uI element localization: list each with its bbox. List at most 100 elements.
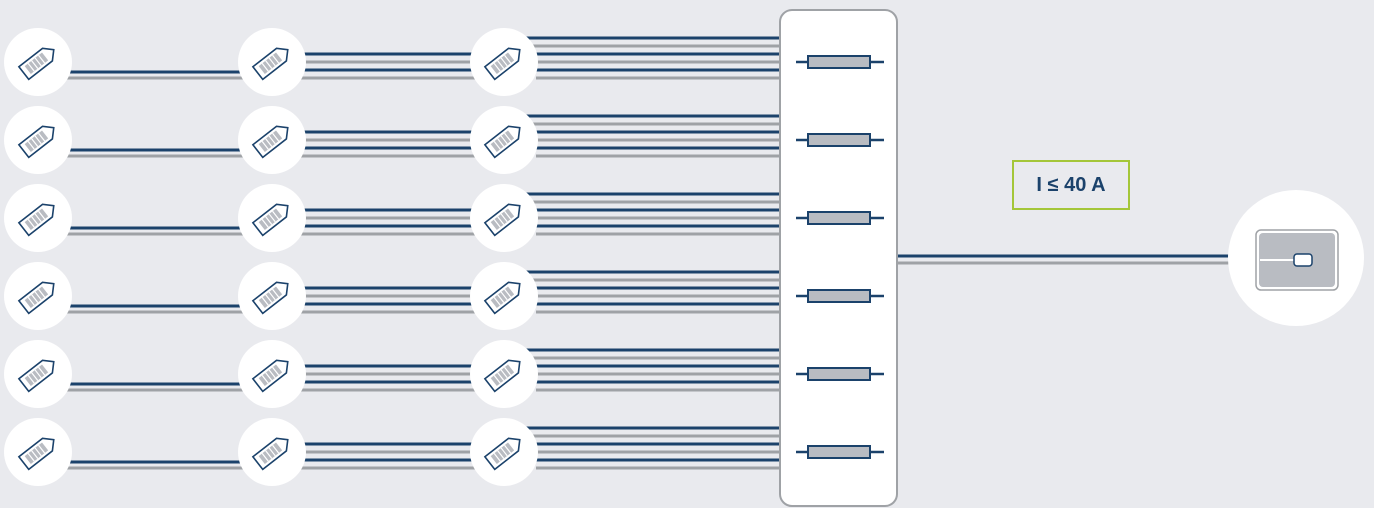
- module-cells: [258, 208, 283, 230]
- cell-divider: [261, 140, 269, 150]
- module-cells: [24, 208, 49, 230]
- cell-divider: [261, 296, 269, 306]
- cell-divider: [500, 213, 508, 223]
- cell-divider: [31, 294, 39, 303]
- cell-divider: [504, 288, 512, 298]
- inverter-plug: [1293, 253, 1313, 267]
- cell-divider: [265, 138, 273, 147]
- module-cells: [490, 364, 515, 386]
- cell-divider: [500, 135, 508, 145]
- solar-module-icon: [17, 281, 55, 315]
- fuse-icon: [796, 55, 884, 69]
- cell-divider: [27, 218, 35, 228]
- cell-divider: [265, 216, 273, 225]
- cell-divider: [500, 291, 508, 301]
- cell-divider: [493, 452, 501, 462]
- module-cells: [24, 364, 49, 386]
- combiner-box: [779, 9, 898, 507]
- module-cells: [24, 52, 49, 74]
- cell-divider: [272, 132, 280, 142]
- cell-divider: [34, 291, 42, 301]
- cell-divider: [34, 369, 42, 379]
- module-cells: [490, 52, 515, 74]
- cell-divider: [272, 444, 280, 454]
- cell-divider: [504, 366, 512, 376]
- cell-divider: [265, 450, 273, 459]
- cell-divider: [497, 372, 505, 381]
- cell-divider: [493, 140, 501, 150]
- solar-module-icon: [17, 203, 55, 237]
- fuse-body: [807, 133, 871, 147]
- fuse-body: [807, 55, 871, 69]
- solar-module-icon: [251, 281, 289, 315]
- cell-divider: [27, 374, 35, 384]
- cell-divider: [500, 447, 508, 457]
- current-rating-text: I ≤ 40 A: [1036, 173, 1106, 196]
- solar-module-icon: [251, 203, 289, 237]
- cell-divider: [497, 60, 505, 69]
- cell-divider: [268, 213, 276, 223]
- cell-divider: [497, 294, 505, 303]
- fuse-body: [807, 211, 871, 225]
- cell-divider: [272, 366, 280, 376]
- fuse-icon: [796, 211, 884, 225]
- module-cells: [258, 52, 283, 74]
- solar-module-icon: [251, 125, 289, 159]
- solar-module-icon: [17, 437, 55, 471]
- module-cells: [258, 130, 283, 152]
- cell-divider: [504, 210, 512, 220]
- fuse-body: [807, 289, 871, 303]
- cell-divider: [261, 374, 269, 384]
- inverter-icon: [1255, 229, 1339, 291]
- cell-divider: [38, 210, 46, 220]
- cell-divider: [38, 444, 46, 454]
- cell-divider: [500, 369, 508, 379]
- module-cells: [490, 286, 515, 308]
- module-cells: [258, 442, 283, 464]
- cell-divider: [272, 54, 280, 64]
- cell-divider: [31, 216, 39, 225]
- cell-divider: [493, 62, 501, 72]
- cell-divider: [38, 366, 46, 376]
- cell-divider: [27, 452, 35, 462]
- cell-divider: [268, 369, 276, 379]
- cell-divider: [27, 296, 35, 306]
- cell-divider: [34, 447, 42, 457]
- cell-divider: [497, 216, 505, 225]
- cell-divider: [38, 288, 46, 298]
- cell-divider: [261, 452, 269, 462]
- module-cells: [24, 442, 49, 464]
- current-rating-label: I ≤ 40 A: [1012, 160, 1130, 210]
- cell-divider: [34, 57, 42, 67]
- fuse-icon: [796, 367, 884, 381]
- fuse-icon: [796, 133, 884, 147]
- cell-divider: [268, 57, 276, 67]
- solar-module-icon: [483, 47, 521, 81]
- cell-divider: [497, 138, 505, 147]
- solar-module-icon: [483, 203, 521, 237]
- cell-divider: [500, 57, 508, 67]
- cell-divider: [268, 291, 276, 301]
- cell-divider: [268, 135, 276, 145]
- cell-divider: [261, 218, 269, 228]
- cell-divider: [265, 60, 273, 69]
- cell-divider: [38, 132, 46, 142]
- module-cells: [490, 442, 515, 464]
- fuse-body: [807, 445, 871, 459]
- cell-divider: [265, 372, 273, 381]
- cell-divider: [504, 444, 512, 454]
- cell-divider: [261, 62, 269, 72]
- module-cells: [24, 286, 49, 308]
- solar-module-icon: [251, 359, 289, 393]
- solar-module-icon: [17, 359, 55, 393]
- cell-divider: [272, 288, 280, 298]
- cell-divider: [31, 60, 39, 69]
- solar-module-icon: [17, 47, 55, 81]
- cell-divider: [265, 294, 273, 303]
- cell-divider: [34, 213, 42, 223]
- cell-divider: [497, 450, 505, 459]
- cell-divider: [38, 54, 46, 64]
- fuse-body: [807, 367, 871, 381]
- module-cells: [490, 130, 515, 152]
